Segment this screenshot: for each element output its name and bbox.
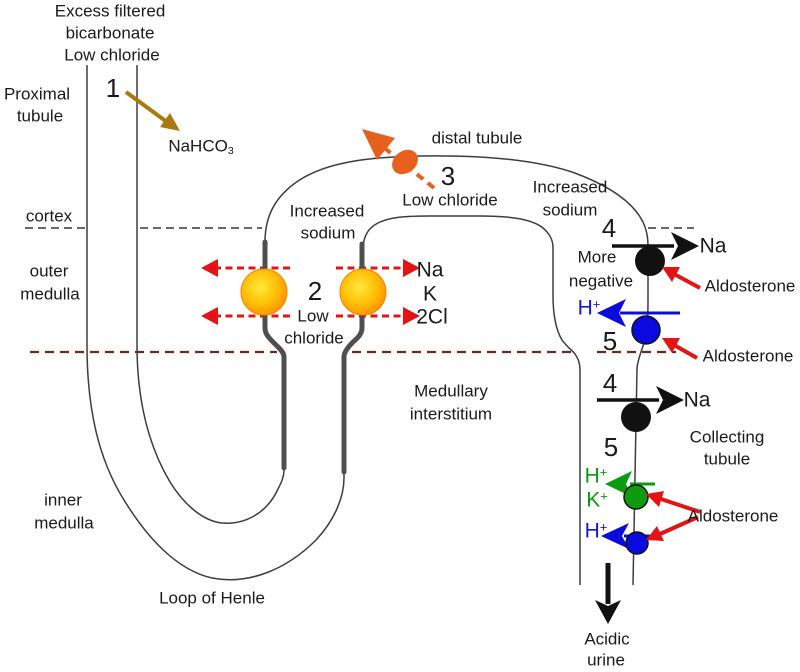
arrow-head-right-icon xyxy=(403,259,420,277)
step-3-marker: 3 xyxy=(440,161,456,191)
arrow-head-icon xyxy=(671,232,699,260)
arrow-head-icon xyxy=(160,113,180,131)
arrow-head-icon xyxy=(646,526,664,541)
arrow-head-right-icon xyxy=(403,307,420,325)
more-negative-line2: negative xyxy=(568,271,634,291)
arrow-head-icon xyxy=(656,386,684,414)
excess-filtered-line2: bicarbonate xyxy=(65,23,155,43)
na-channel-lower xyxy=(621,402,651,432)
arrow-head-icon xyxy=(597,299,626,327)
aldosterone-arrow-4 xyxy=(646,515,699,541)
arrow-head-icon xyxy=(662,267,680,282)
increased-sodium-left-line2: sodium xyxy=(300,223,356,243)
nkcc-pump-right xyxy=(339,268,387,316)
acidic-urine-line2: urine xyxy=(587,650,625,670)
outer-medulla-label-line2: medulla xyxy=(20,284,80,304)
medullary-interstitium-line2: interstitium xyxy=(409,404,493,424)
h-pump-lower xyxy=(625,531,649,555)
excess-filtered-line3: Low chloride xyxy=(64,45,160,65)
step-2-marker: 2 xyxy=(307,276,323,306)
increased-sodium-left-line1: Increased xyxy=(289,201,365,221)
chloride-channel xyxy=(392,149,418,175)
more-negative-line1: More xyxy=(577,247,617,267)
inner-medulla-label-line1: inner xyxy=(44,490,82,510)
arrow-head-icon xyxy=(662,338,680,353)
arrow-head-left-icon xyxy=(201,259,218,277)
proximal-tubule-label-line2: tubule xyxy=(16,106,64,126)
tal-low-chloride-line2: chloride xyxy=(284,328,344,348)
step-5-marker-lower: 5 xyxy=(603,432,619,462)
step-5-marker-upper: 5 xyxy=(602,326,618,356)
na-channel-upper xyxy=(635,246,665,276)
step-1-marker: 1 xyxy=(105,73,121,103)
loop-of-henle-label: Loop of Henle xyxy=(159,588,265,608)
arrow-head-left-icon xyxy=(201,307,218,325)
h-plus-lower-label: H+ xyxy=(584,519,608,543)
aldosterone-arrow-1 xyxy=(662,267,701,290)
inner-medulla-label-line2: medulla xyxy=(34,513,94,533)
tal-thick-wall-left xyxy=(262,239,287,471)
distal-tubule-label: distal tubule xyxy=(431,128,523,148)
na-arrow-lower xyxy=(597,386,684,414)
aldosterone-arrow-3 xyxy=(646,491,701,514)
excess-filtered-line1: Excess filtered xyxy=(54,1,166,21)
proximal-tubule-label-line1: Proximal xyxy=(3,84,71,104)
cortex-label: cortex xyxy=(25,206,73,226)
h-k-pump xyxy=(623,484,649,510)
h-pump-upper xyxy=(631,315,661,345)
tal-thick-wall-right xyxy=(341,241,365,475)
aldosterone-label-3: Aldosterone xyxy=(687,506,779,526)
na-reabsorbed-lower-label: Na xyxy=(683,388,711,412)
urine-flow-arrow xyxy=(595,563,621,624)
nkcc-pump-left xyxy=(240,268,288,316)
increased-sodium-right-line2: sodium xyxy=(542,200,598,220)
filtration-arrow xyxy=(124,90,180,131)
k-plus-green-label: K+ xyxy=(586,488,608,512)
2cl-ion-label: 2Cl xyxy=(416,305,448,329)
h-plus-upper-label: H+ xyxy=(577,296,601,320)
collecting-tubule-label-line1: Collecting xyxy=(689,427,765,447)
nahco3-label: NaHCO3 xyxy=(168,136,234,158)
na-arrow-upper xyxy=(612,232,699,260)
tubule-inner-wall xyxy=(136,65,649,586)
na-ion-label: Na xyxy=(416,258,444,282)
arrow-head-icon xyxy=(362,129,395,160)
h-plus-green-label: H+ xyxy=(584,464,608,488)
collecting-tubule-label-line2: tubule xyxy=(703,449,751,469)
step-4-marker-upper: 4 xyxy=(601,213,617,243)
medullary-interstitium-line1: Medullary xyxy=(414,381,488,401)
step-4-marker-lower: 4 xyxy=(602,368,618,398)
increased-sodium-right-line1: Increased xyxy=(532,177,608,197)
aldosterone-label-2: Aldosterone xyxy=(702,346,794,366)
aldosterone-label-1: Aldosterone xyxy=(704,276,796,296)
arrow-head-icon xyxy=(646,491,664,507)
outer-medulla-label-line1: outer xyxy=(29,261,69,281)
arrow-head-icon xyxy=(601,523,629,549)
h-arrow-upper xyxy=(597,299,680,327)
acidic-urine-line1: Acidic xyxy=(584,629,630,649)
na-reabsorbed-upper-label: Na xyxy=(699,234,727,258)
arrow-head-icon xyxy=(595,600,621,624)
tal-low-chloride-line1: Low xyxy=(297,306,329,326)
aldosterone-arrow-2 xyxy=(662,338,698,360)
nkcc-efflux-arrows xyxy=(201,259,420,325)
k-ion-label: K xyxy=(422,282,438,306)
low-chloride-distal-label: Low chloride xyxy=(402,190,498,210)
